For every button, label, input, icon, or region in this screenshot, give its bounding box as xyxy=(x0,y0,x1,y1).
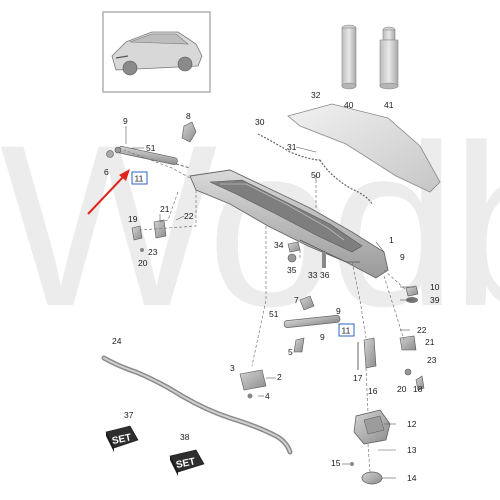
callout-37: 37 xyxy=(124,410,134,420)
part-34-35-36-cluster xyxy=(287,241,326,268)
callout-21-b: 21 xyxy=(425,337,435,347)
part-30-31-cable xyxy=(257,133,373,205)
set-label-38: SET xyxy=(175,456,196,471)
part-24-seal xyxy=(101,355,293,455)
callout-9-b: 9 xyxy=(336,306,341,316)
callout-41: 41 xyxy=(384,100,394,110)
part-32-spoiler xyxy=(287,103,441,193)
callout-12: 12 xyxy=(407,419,417,429)
callout-17: 17 xyxy=(353,373,363,383)
callout-20-b: 20 xyxy=(397,384,407,394)
part-41-can xyxy=(379,26,399,90)
callout-3: 3 xyxy=(230,363,235,373)
callout-33: 33 xyxy=(308,270,318,280)
part-11-gas-strut-upper xyxy=(114,146,191,169)
callout-10: 10 xyxy=(430,282,440,292)
callout-23-b: 23 xyxy=(427,355,437,365)
callout-18: 18 xyxy=(413,384,423,394)
callout-9-a: 9 xyxy=(123,116,128,126)
callout-14: 14 xyxy=(407,473,417,483)
part-14-handle xyxy=(350,462,383,485)
callout-22-a: 22 xyxy=(184,211,194,221)
callout-19: 19 xyxy=(128,214,138,224)
vehicle-thumbnail xyxy=(102,11,211,93)
callout-9-d: 9 xyxy=(400,252,405,262)
callout-22-b: 22 xyxy=(417,325,427,335)
callout-51-b: 51 xyxy=(269,309,279,319)
highlight-box-11-lower xyxy=(338,323,355,337)
callout-23-a: 23 xyxy=(148,247,158,257)
part-2-3-4-hinge xyxy=(239,369,267,399)
callout-35: 35 xyxy=(287,265,297,275)
callout-30: 30 xyxy=(255,117,265,127)
callout-9-c: 9 xyxy=(320,332,325,342)
set-label-37: SET xyxy=(111,432,132,447)
callout-ticks xyxy=(125,126,414,479)
callout-7: 7 xyxy=(294,295,299,305)
highlight-box-11-upper xyxy=(131,171,148,185)
leader-lines xyxy=(123,149,407,473)
callout-31: 31 xyxy=(287,142,297,152)
callout-51-a: 51 xyxy=(146,143,156,153)
callout-50: 50 xyxy=(311,170,321,180)
callout-15: 15 xyxy=(331,458,341,468)
callout-11-upper: 11 xyxy=(135,174,144,184)
part-6-clip xyxy=(106,150,114,158)
part-1-tailgate xyxy=(189,169,389,279)
part-37-set-kit: SET xyxy=(105,425,139,452)
red-arrow-indicator xyxy=(87,169,130,215)
part-12-lock xyxy=(353,409,391,445)
callout-39: 39 xyxy=(430,295,440,305)
callout-16: 16 xyxy=(368,386,378,396)
callout-13: 13 xyxy=(407,445,417,455)
callout-4: 4 xyxy=(265,391,270,401)
callout-labels: 1 2 3 4 5 6 7 8 9 9 9 9 10 11 11 12 13 1… xyxy=(104,90,440,483)
callout-36: 36 xyxy=(320,270,330,280)
callout-32: 32 xyxy=(311,90,321,100)
callout-6: 6 xyxy=(104,167,109,177)
callout-38: 38 xyxy=(180,432,190,442)
part-16-17-latch xyxy=(357,337,377,370)
part-8-bracket xyxy=(181,121,197,143)
callout-2: 2 xyxy=(277,372,282,382)
callout-11-lower: 11 xyxy=(342,326,351,336)
callout-8: 8 xyxy=(186,111,191,121)
callout-1: 1 xyxy=(389,235,394,245)
callout-34: 34 xyxy=(274,240,284,250)
part-40-can xyxy=(341,24,357,90)
callout-20-a: 20 xyxy=(138,258,148,268)
callout-24: 24 xyxy=(112,336,122,346)
part-38-set-kit: SET xyxy=(169,449,205,476)
part-19-21-left-cluster xyxy=(131,219,167,252)
part-11-gas-strut-lower xyxy=(283,295,341,353)
callout-21-a: 21 xyxy=(160,204,170,214)
callout-5: 5 xyxy=(288,347,293,357)
callout-40: 40 xyxy=(344,100,354,110)
part-right-cluster xyxy=(399,285,425,391)
